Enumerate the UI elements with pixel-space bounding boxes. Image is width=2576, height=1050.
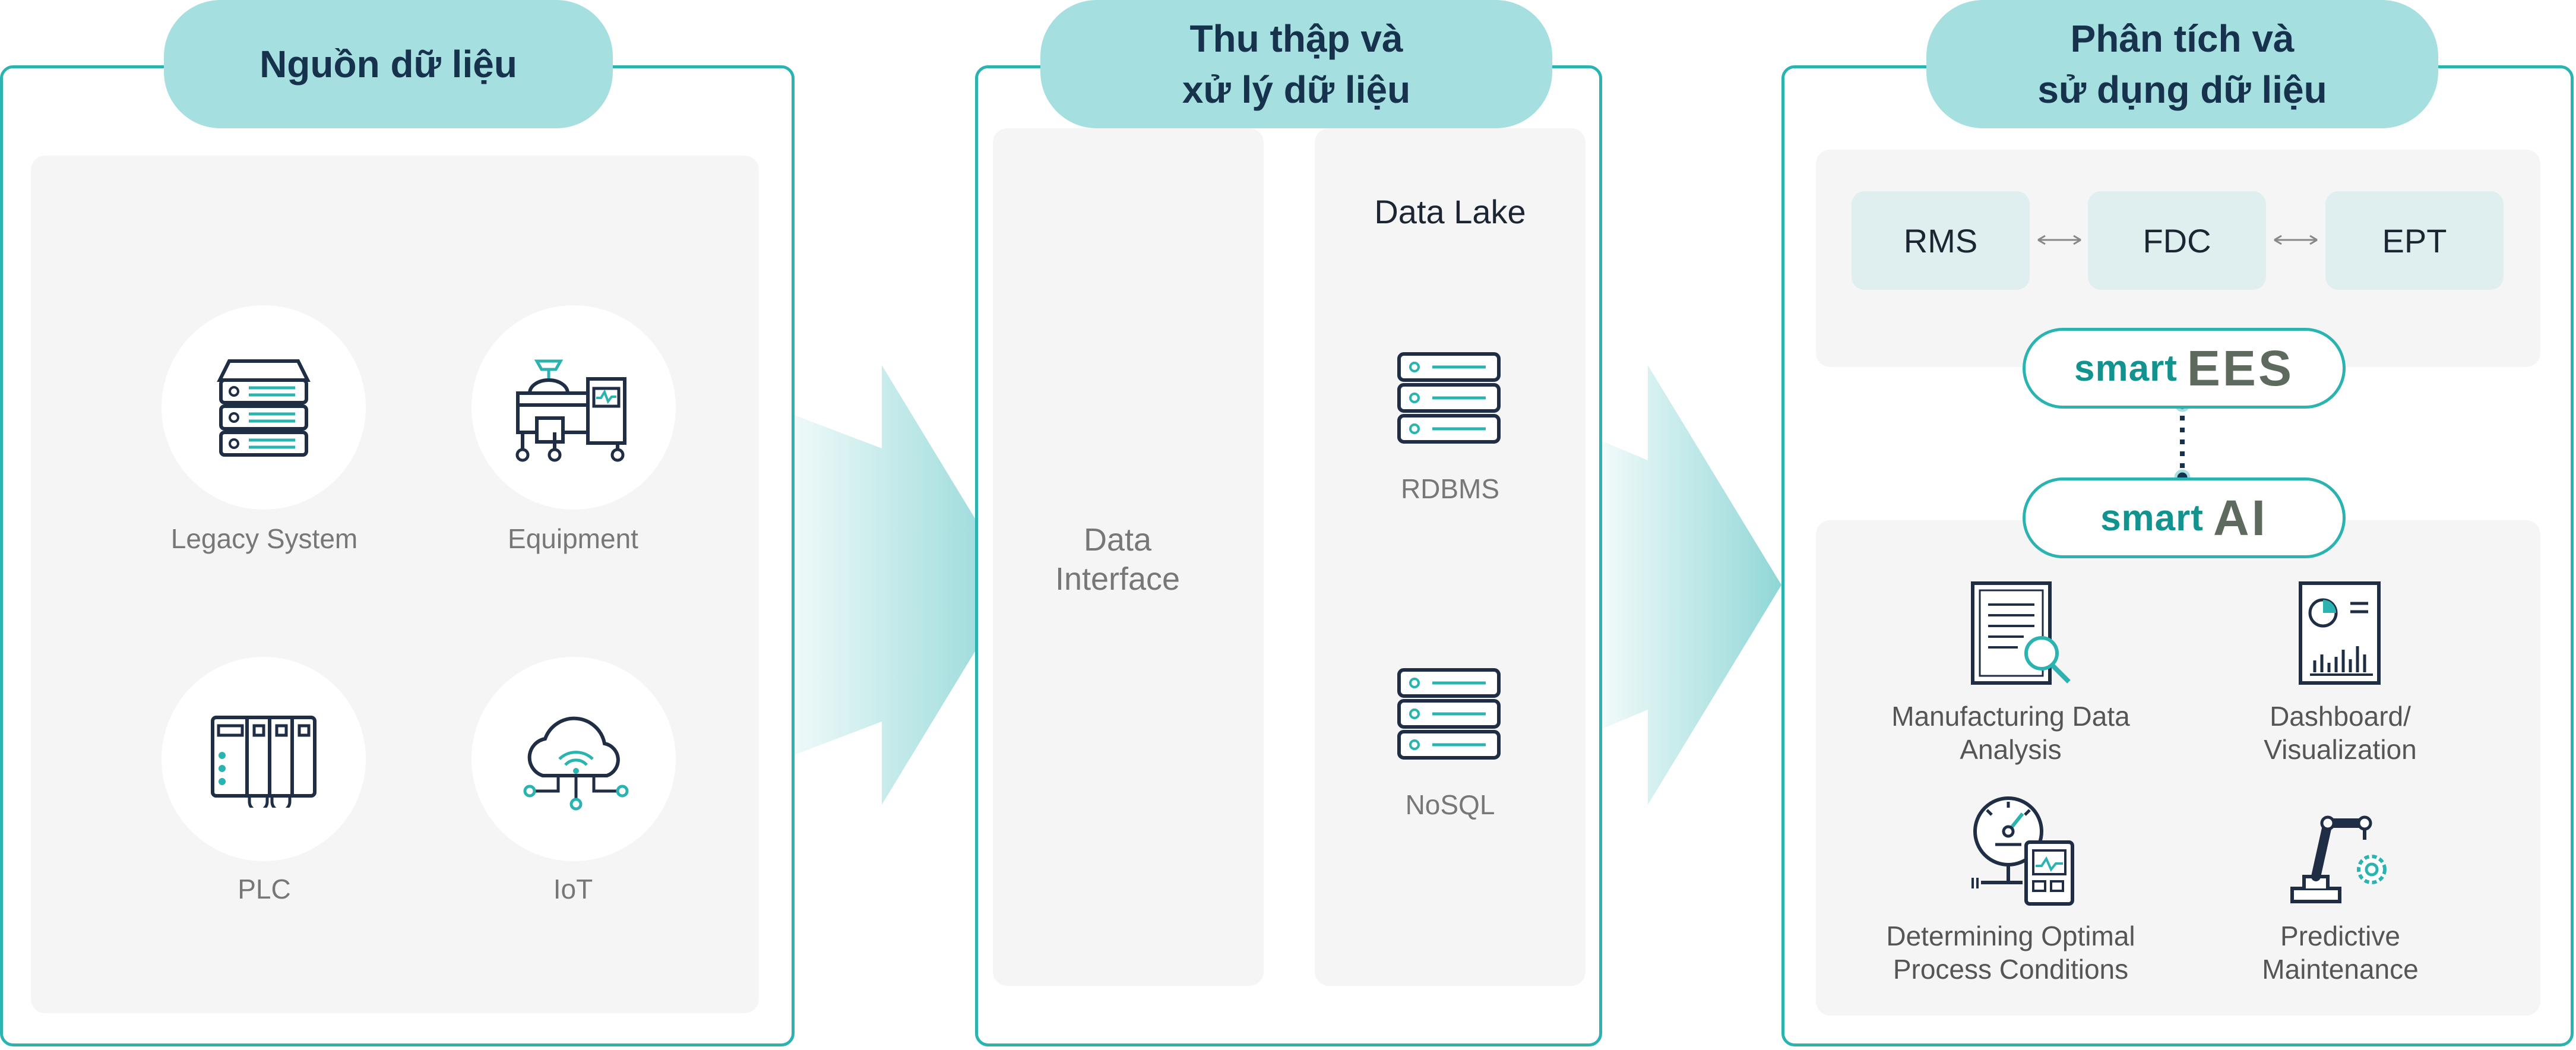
cloud-network-icon xyxy=(523,716,629,811)
data-lake-title: Data Lake xyxy=(1374,193,1526,230)
predictive-maintenance-label: Predictive Maintenance xyxy=(2262,921,2419,985)
smart-ees-word: smart xyxy=(2074,347,2178,389)
plc-label: PLC xyxy=(238,874,291,904)
fdc-box: FDC xyxy=(2088,191,2266,290)
uses-panel xyxy=(1816,520,2540,1016)
optimal-process-conditions-label: Determining Optimal Process Conditions xyxy=(1886,921,2135,985)
machine-icon xyxy=(515,359,626,462)
smart-ees-badge: smart EES xyxy=(2023,328,2346,409)
plc-module-icon xyxy=(211,716,317,808)
data-processing-title: Thu thập và xử lý dữ liệu xyxy=(1040,0,1552,128)
data-source-panel xyxy=(31,156,759,1013)
ept-box: EPT xyxy=(2325,191,2504,290)
robot-arm-gear-icon xyxy=(2290,815,2387,903)
smart-ai-word: smart xyxy=(2100,497,2204,539)
bidirectional-arrow-icon xyxy=(2274,235,2318,245)
dashboard-visualization-label: Dashboard/ Visualization xyxy=(2264,701,2417,765)
legacy-system-label: Legacy System xyxy=(170,523,358,554)
bidirectional-arrow-icon xyxy=(2037,235,2081,245)
manufacturing-data-analysis-label: Manufacturing Data Analysis xyxy=(1891,701,2130,765)
data-interface-label: Data Interface xyxy=(1055,522,1181,597)
rms-box: RMS xyxy=(1852,191,2030,290)
equipment-label: Equipment xyxy=(508,523,638,554)
rdbms-label: RDBMS xyxy=(1400,473,1500,504)
dashboard-chart-icon xyxy=(2299,581,2381,685)
smart-ai-suffix: AI xyxy=(2213,489,2268,546)
gauge-device-icon xyxy=(1971,796,2074,906)
nosql-label: NoSQL xyxy=(1405,789,1495,820)
nosql-database-icon xyxy=(1397,668,1501,760)
iot-label: IoT xyxy=(553,874,593,904)
data-source-title: Nguồn dữ liệu xyxy=(164,0,613,128)
smart-ai-badge: smart AI xyxy=(2023,477,2346,558)
data-analysis-title: Phân tích và sử dụng dữ liệu xyxy=(1926,0,2438,128)
data-lake-panel xyxy=(1315,128,1586,986)
data-interface-panel xyxy=(993,128,1264,986)
document-search-icon xyxy=(1971,581,2071,685)
server-stack-icon xyxy=(217,359,311,457)
ees-ai-connector xyxy=(2174,396,2191,486)
smart-ees-suffix: EES xyxy=(2186,340,2294,396)
rdbms-database-icon xyxy=(1397,352,1501,444)
